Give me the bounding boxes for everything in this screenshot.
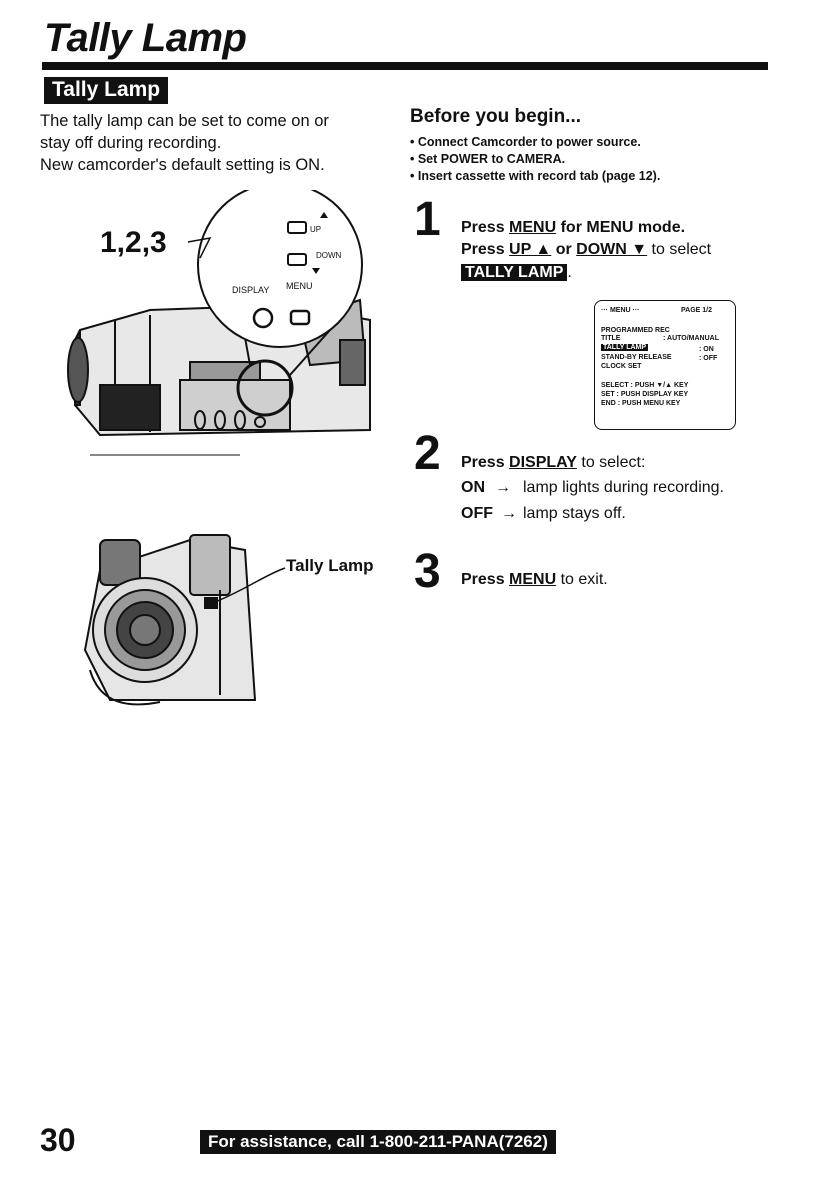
- off-label: OFF: [461, 505, 493, 522]
- menu-page: PAGE 1/2: [681, 307, 712, 314]
- menu-row: TITLE: [601, 335, 621, 342]
- menu-key: MENU: [509, 571, 557, 588]
- before-you-begin-list: • Connect Camcorder to power source. • S…: [410, 134, 660, 185]
- intro-line: The tally lamp can be set to come on or: [40, 112, 329, 130]
- camcorder-front-illustration: [83, 534, 286, 706]
- page-number: 30: [40, 1122, 76, 1158]
- tally-lamp-callout: Tally Lamp: [286, 556, 374, 575]
- step1-line2: Press UP ▲ or DOWN ▼ to select: [461, 239, 711, 261]
- intro-line: New camcorder's default setting is ON.: [40, 156, 325, 174]
- text: Press: [461, 241, 510, 258]
- step-number: 3: [414, 545, 441, 598]
- menu-row-selected: TALLY LAMP: [601, 343, 649, 352]
- page-title: Tally Lamp: [44, 16, 247, 60]
- up-button-label: UP: [310, 225, 322, 234]
- menu-value: : AUTO/MANUAL: [663, 335, 719, 342]
- text: Press: [461, 454, 510, 471]
- on-label: ON: [461, 479, 485, 496]
- step-number: 2: [414, 427, 441, 480]
- menu-help: SELECT : PUSH ▼/▲ KEY: [601, 382, 689, 389]
- on-description: lamp lights during recording.: [523, 479, 724, 496]
- menu-help: END : PUSH MENU KEY: [601, 400, 681, 407]
- step2-on-option: ON → lamp lights during recording.: [461, 477, 724, 499]
- step1-line1: Press MENU for MENU mode.: [461, 217, 685, 239]
- menu-value: : ON: [699, 346, 714, 353]
- text: to select: [647, 241, 712, 258]
- menu-screen: ··· MENU ··· PAGE 1/2 PROGRAMMED REC TIT…: [594, 300, 736, 430]
- step2-off-option: OFF → lamp stays off.: [461, 503, 626, 525]
- down-button-label: DOWN: [316, 251, 342, 260]
- off-description: lamp stays off.: [523, 505, 626, 522]
- text: Press: [461, 571, 510, 588]
- display-key: DISPLAY: [509, 454, 577, 471]
- menu-header: ··· MENU ···: [601, 307, 640, 314]
- menu-row: CLOCK SET: [601, 363, 642, 370]
- section-badge: Tally Lamp: [44, 77, 169, 104]
- menu-button-label: MENU: [286, 281, 313, 291]
- arrow: →: [501, 505, 517, 522]
- menu-row: PROGRAMMED REC: [601, 327, 670, 334]
- text: to select:: [576, 454, 646, 471]
- up-key: UP ▲: [509, 241, 552, 258]
- step2-line1: Press DISPLAY to select:: [461, 452, 645, 474]
- assistance-banner: For assistance, call 1-800-211-PANA(7262…: [200, 1130, 556, 1154]
- list-item: • Set POWER to CAMERA.: [410, 152, 566, 166]
- text: or: [551, 241, 577, 258]
- text: Press: [461, 219, 510, 236]
- step-number: 1: [414, 193, 441, 246]
- menu-value: : OFF: [699, 355, 718, 362]
- before-you-begin-heading: Before you begin...: [410, 106, 582, 127]
- arrow: →: [495, 479, 511, 496]
- list-item: • Connect Camcorder to power source.: [410, 135, 641, 149]
- step1-line3: TALLY LAMP.: [461, 262, 572, 284]
- display-button-label: DISPLAY: [232, 285, 270, 295]
- step3-line1: Press MENU to exit.: [461, 569, 608, 591]
- list-item: • Insert cassette with record tab (page …: [410, 169, 661, 183]
- tally-lamp-menu-item: TALLY LAMP: [461, 264, 568, 281]
- text: for MENU mode.: [556, 219, 686, 236]
- title-rule: [42, 62, 768, 70]
- menu-row: STAND-BY RELEASE: [601, 354, 672, 361]
- figure-step-label: 1,2,3: [100, 226, 167, 259]
- intro-line: stay off during recording.: [40, 134, 222, 152]
- text: .: [567, 264, 572, 281]
- text: to exit.: [556, 571, 608, 588]
- down-key: DOWN ▼: [576, 241, 648, 258]
- menu-help: SET : PUSH DISPLAY KEY: [601, 391, 689, 398]
- menu-key: MENU: [509, 219, 557, 236]
- camcorder-control-illustration: [67, 190, 371, 456]
- menu-highlight: TALLY LAMP: [601, 344, 649, 351]
- intro-text: The tally lamp can be set to come on or …: [40, 110, 380, 176]
